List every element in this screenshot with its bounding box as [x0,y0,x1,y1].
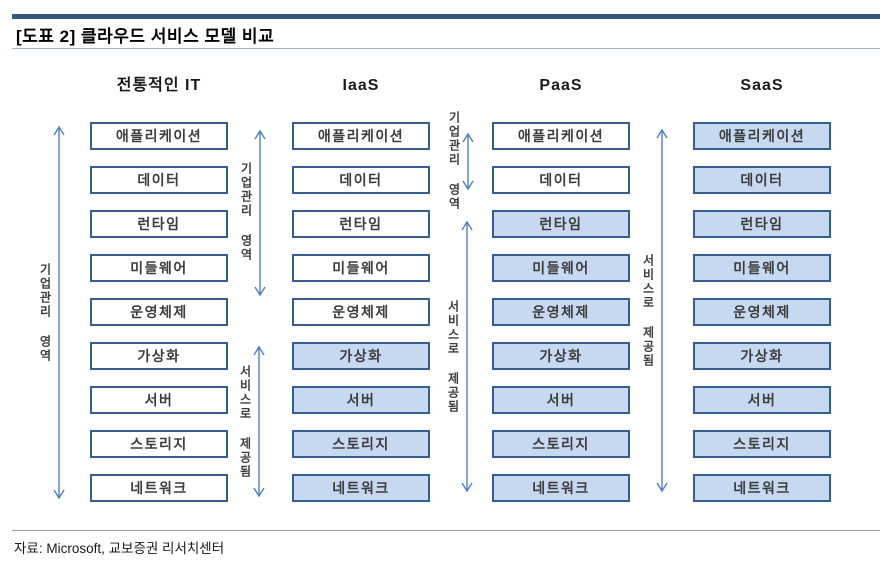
scope-arrow-paas-1 [461,220,473,493]
layer-box-paas-7: 스토리지 [492,430,630,458]
scope-arrow-iaas-1 [253,345,265,498]
layer-box-saas-5: 가상화 [693,342,831,370]
layer-box-iaas-8: 네트워크 [292,474,430,502]
layer-box-saas-1: 데이터 [693,166,831,194]
layer-box-traditional-it-5: 가상화 [90,342,228,370]
layer-box-paas-2: 런타임 [492,210,630,238]
layer-box-saas-8: 네트워크 [693,474,831,502]
layer-box-traditional-it-7: 스토리지 [90,430,228,458]
layer-box-paas-8: 네트워크 [492,474,630,502]
layer-box-paas-3: 미들웨어 [492,254,630,282]
layer-box-saas-3: 미들웨어 [693,254,831,282]
scope-arrow-saas-0 [656,128,668,493]
scope-arrow-paas-0 [462,132,474,191]
layer-box-iaas-2: 런타임 [292,210,430,238]
column-header-saas: SaaS [740,77,784,94]
layer-box-saas-6: 서버 [693,386,831,414]
footer-divider [12,530,880,531]
scope-arrow-label-paas-1: 서비스로 제공됨 [446,300,460,414]
layer-box-paas-0: 애플리케이션 [492,122,630,150]
layer-box-iaas-0: 애플리케이션 [292,122,430,150]
layer-box-traditional-it-2: 런타임 [90,210,228,238]
layer-box-traditional-it-3: 미들웨어 [90,254,228,282]
layer-box-iaas-7: 스토리지 [292,430,430,458]
layer-box-paas-1: 데이터 [492,166,630,194]
layer-box-iaas-5: 가상화 [292,342,430,370]
scope-arrow-label-saas-0: 서비스로 제공됨 [641,254,655,368]
layer-box-traditional-it-1: 데이터 [90,166,228,194]
layer-box-saas-0: 애플리케이션 [693,122,831,150]
scope-arrow-iaas-0 [254,129,266,297]
layer-box-iaas-4: 운영체제 [292,298,430,326]
layer-box-iaas-6: 서버 [292,386,430,414]
layer-box-traditional-it-8: 네트워크 [90,474,228,502]
layer-box-iaas-1: 데이터 [292,166,430,194]
layer-box-paas-4: 운영체제 [492,298,630,326]
source-note: 자료: Microsoft, 교보증권 리서치센터 [14,541,225,556]
layer-box-saas-4: 운영체제 [693,298,831,326]
column-header-traditional-it: 전통적인 IT [116,77,202,94]
column-header-iaas: IaaS [342,77,380,94]
scope-arrow-label-iaas-0: 기업관리 영역 [239,162,253,262]
layer-box-paas-5: 가상화 [492,342,630,370]
layer-box-traditional-it-6: 서버 [90,386,228,414]
figure-title: [도표 2] 클라우드 서비스 모델 비교 [16,27,275,46]
layer-box-paas-6: 서버 [492,386,630,414]
layer-box-traditional-it-4: 운영체제 [90,298,228,326]
layer-box-traditional-it-0: 애플리케이션 [90,122,228,150]
title-divider [12,48,880,49]
column-header-paas: PaaS [539,77,583,94]
scope-arrow-label-traditional-it-0: 기업관리 영역 [38,263,52,363]
scope-arrow-label-paas-0: 기업관리 영역 [447,111,461,211]
accent-bar [12,14,880,19]
scope-arrow-traditional-it-0 [53,125,65,500]
scope-arrow-label-iaas-1: 서비스로 제공됨 [238,365,252,479]
layer-box-saas-2: 런타임 [693,210,831,238]
layer-box-saas-7: 스토리지 [693,430,831,458]
layer-box-iaas-3: 미들웨어 [292,254,430,282]
